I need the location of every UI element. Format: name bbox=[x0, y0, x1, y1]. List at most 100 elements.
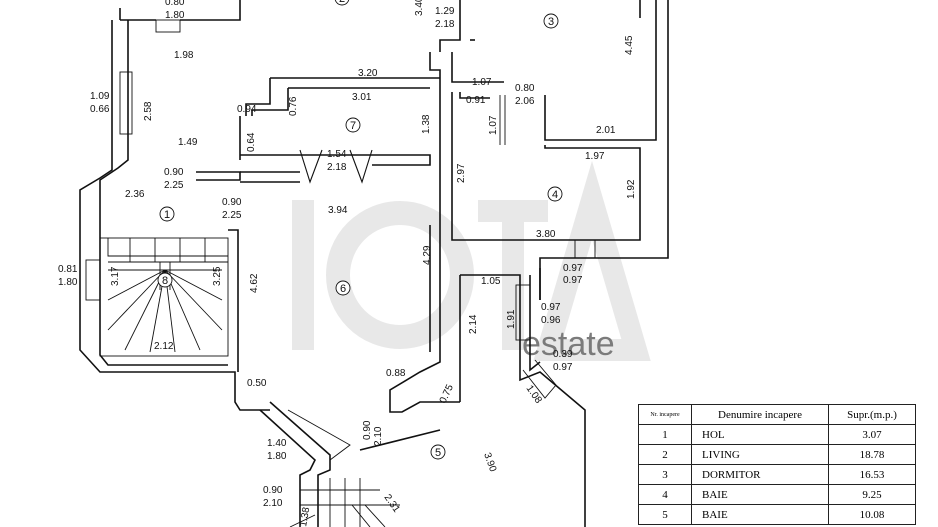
svg-text:3: 3 bbox=[548, 16, 554, 28]
cell-name: LIVING bbox=[691, 444, 829, 465]
dim-label: 0.97 bbox=[553, 362, 573, 373]
dim-label: 2.18 bbox=[327, 162, 347, 173]
dim-label: 0.50 bbox=[247, 378, 267, 389]
cell-name: DORMITOR bbox=[691, 464, 829, 485]
dim-label: 0.90 bbox=[263, 485, 283, 496]
room-5: 5 bbox=[430, 444, 446, 460]
cell-name: BAIE bbox=[691, 504, 829, 525]
dim-label: 0.80 bbox=[515, 83, 535, 94]
dim-label: 3.90 bbox=[481, 451, 498, 473]
room-2: 2 bbox=[334, 0, 350, 6]
dim-label: 1.80 bbox=[267, 451, 287, 462]
cell-name: BAIE bbox=[691, 484, 829, 505]
room-8: 8 bbox=[157, 272, 173, 288]
dim-label: 0.90 bbox=[164, 167, 184, 178]
svg-text:6: 6 bbox=[340, 283, 346, 295]
dim-label: 1.05 bbox=[481, 276, 501, 287]
dim-label: 2.31 bbox=[382, 492, 402, 515]
dim-label: 0.97 bbox=[563, 263, 583, 274]
svg-text:4: 4 bbox=[552, 189, 558, 201]
cell-nr: 4 bbox=[638, 484, 692, 505]
dim-label: 3.17 bbox=[110, 266, 121, 286]
dim-label: 3.40 bbox=[414, 0, 425, 16]
cell-nr: 1 bbox=[638, 424, 692, 445]
dim-label: 1.40 bbox=[267, 438, 287, 449]
cell-area: 9.25 bbox=[828, 484, 916, 505]
svg-text:8: 8 bbox=[162, 275, 168, 287]
table-row: 3 DORMITOR 16.53 bbox=[638, 464, 916, 485]
room-markers: 1 3 4 5 6 7 8 2 bbox=[157, 0, 563, 460]
dim-label: 3.25 bbox=[212, 266, 223, 286]
dim-label: 1.97 bbox=[585, 151, 605, 162]
dim-label: 1.98 bbox=[174, 50, 194, 61]
watermark-bar bbox=[292, 200, 314, 350]
dim-label: 0.88 bbox=[386, 368, 406, 379]
room-6: 6 bbox=[335, 280, 351, 296]
dim-label: 3.01 bbox=[352, 92, 372, 103]
dim-label: 2.14 bbox=[468, 314, 479, 334]
dim-label: 0.97 bbox=[541, 302, 561, 313]
room-legend-table: Nr. incapere Denumire incapere Supr.(m.p… bbox=[638, 404, 916, 525]
dim-label: 0.81 bbox=[58, 264, 78, 275]
dim-label: 4.62 bbox=[249, 273, 260, 293]
dim-label: 3.94 bbox=[328, 205, 348, 216]
room-7: 7 bbox=[345, 117, 361, 133]
dim-label: 2.36 bbox=[125, 189, 145, 200]
col-header-nr: Nr. incapere bbox=[638, 404, 692, 425]
cell-area: 3.07 bbox=[828, 424, 916, 445]
svg-text:5: 5 bbox=[435, 447, 441, 459]
doors bbox=[299, 149, 373, 184]
dim-label: 4.29 bbox=[422, 245, 433, 265]
dim-label: 3.20 bbox=[358, 68, 378, 79]
room-1: 1 bbox=[159, 206, 175, 222]
dim-label: 1.38 bbox=[298, 506, 312, 527]
table-row: 2 LIVING 18.78 bbox=[638, 444, 916, 465]
dim-label: 0.39 bbox=[553, 349, 573, 360]
dim-label: 0.97 bbox=[563, 275, 583, 286]
dim-label: 2.18 bbox=[435, 19, 455, 30]
dim-label: 2.58 bbox=[143, 101, 154, 121]
dim-label: 0.64 bbox=[246, 132, 257, 152]
staircase bbox=[85, 237, 229, 357]
walls bbox=[79, 0, 669, 527]
dim-label: 2.12 bbox=[154, 341, 174, 352]
dim-label: 1.80 bbox=[165, 10, 185, 21]
dim-label: 4.45 bbox=[624, 35, 635, 55]
dim-label: 3.80 bbox=[536, 229, 556, 240]
col-header-area: Supr.(m.p.) bbox=[828, 404, 916, 425]
watermark-triangle bbox=[533, 160, 651, 361]
room-4: 4 bbox=[547, 186, 563, 202]
dim-label: 0.90 bbox=[362, 420, 373, 440]
svg-text:2: 2 bbox=[339, 0, 345, 5]
dim-label: 0.66 bbox=[90, 104, 110, 115]
dim-label: 0.80 bbox=[165, 0, 185, 8]
dim-label: 1.91 bbox=[506, 309, 517, 329]
dim-label: 1.07 bbox=[472, 77, 492, 88]
dim-label: 1.07 bbox=[488, 115, 499, 135]
dim-label: 2.10 bbox=[263, 498, 283, 509]
svg-text:1: 1 bbox=[164, 209, 170, 221]
table-row: 5 BAIE 10.08 bbox=[638, 504, 916, 525]
dim-label: 2.97 bbox=[456, 163, 467, 183]
col-header-name: Denumire incapere bbox=[691, 404, 829, 425]
dim-label: 0.76 bbox=[288, 96, 299, 116]
dim-label: 0.91 bbox=[466, 95, 486, 106]
cell-nr: 2 bbox=[638, 444, 692, 465]
watermark-circle bbox=[326, 201, 474, 349]
dim-label: 0.96 bbox=[541, 315, 561, 326]
table-header-row: Nr. incapere Denumire incapere Supr.(m.p… bbox=[638, 404, 916, 425]
cell-area: 10.08 bbox=[828, 504, 916, 525]
dim-label: 1.08 bbox=[524, 383, 544, 406]
dim-label: 2.06 bbox=[515, 96, 535, 107]
cell-nr: 5 bbox=[638, 504, 692, 525]
dim-label: 1.38 bbox=[421, 114, 432, 134]
table-row: 1 HOL 3.07 bbox=[638, 424, 916, 445]
dim-label: 2.10 bbox=[373, 426, 384, 446]
table-row: 4 BAIE 9.25 bbox=[638, 484, 916, 505]
room-3: 3 bbox=[543, 13, 559, 29]
dim-label: 2.01 bbox=[596, 125, 616, 136]
dim-label: 0.94 bbox=[237, 104, 257, 115]
cell-area: 16.53 bbox=[828, 464, 916, 485]
cell-area: 18.78 bbox=[828, 444, 916, 465]
dim-label: 1.54 bbox=[327, 149, 347, 160]
